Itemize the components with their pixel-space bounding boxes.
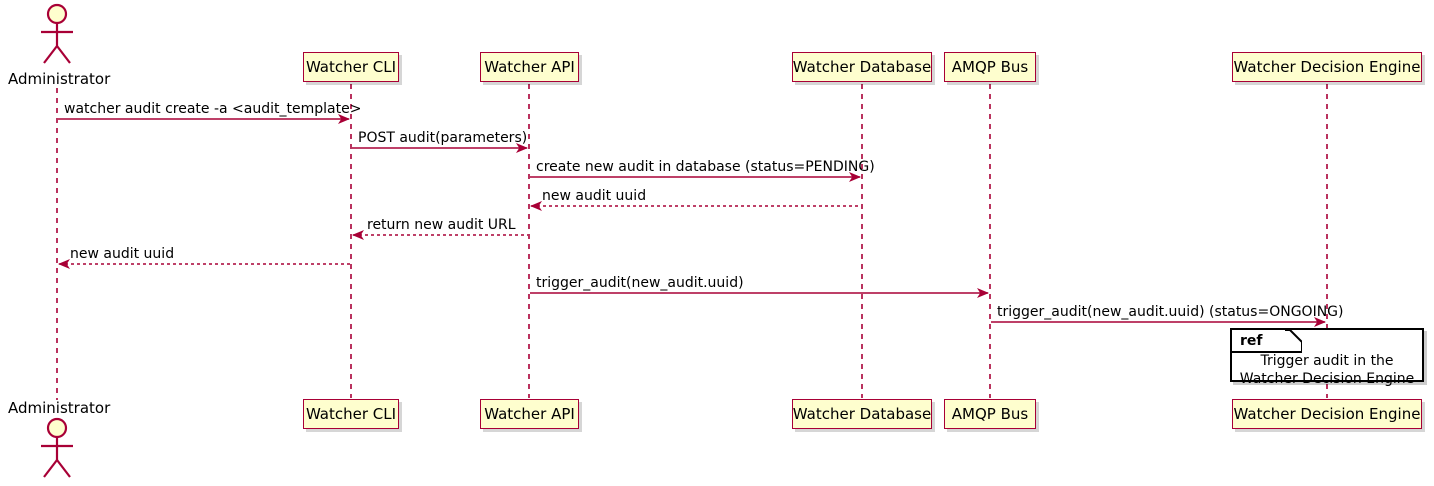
participant-watcher-database-bottom[interactable]: Watcher Database	[792, 399, 932, 429]
message-label-m8: trigger_audit(new_audit.uuid) (status=ON…	[997, 304, 1344, 320]
participant-label: Watcher CLI	[305, 404, 397, 423]
participant-label: Watcher API	[484, 57, 575, 76]
participant-label: Watcher Database	[792, 57, 932, 76]
participant-label: AMQP Bus	[951, 404, 1029, 423]
participant-watcher-api-top[interactable]: Watcher API	[480, 52, 579, 82]
participant-watcher-cli-bottom[interactable]: Watcher CLI	[303, 399, 399, 429]
participant-amqp-bus-top[interactable]: AMQP Bus	[944, 52, 1036, 82]
actor-figure-bottom	[41, 417, 73, 478]
ref-body: Trigger audit in the Watcher Decision En…	[1232, 353, 1422, 388]
participant-label: Watcher CLI	[305, 57, 397, 76]
participant-watcher-decision-engine-bottom[interactable]: Watcher Decision Engine	[1232, 399, 1422, 429]
message-label-m1: watcher audit create -a <audit_template>	[64, 101, 362, 117]
participant-watcher-database-top[interactable]: Watcher Database	[792, 52, 932, 82]
participant-label: Watcher Decision Engine	[1233, 404, 1421, 423]
participant-label: Watcher API	[484, 404, 575, 423]
ref-fragment: ref Trigger audit in the Watcher Decisio…	[1230, 328, 1424, 387]
message-label-m3: create new audit in database (status=PEN…	[536, 159, 875, 175]
message-label-m4: new audit uuid	[542, 188, 647, 204]
lifelines	[56, 84, 1328, 400]
actor-figure-top	[41, 3, 73, 64]
ref-body-line-2: Watcher Decision Engine	[1239, 370, 1415, 387]
ref-tab-label: ref	[1232, 330, 1285, 351]
participant-label: AMQP Bus	[951, 57, 1029, 76]
message-arrows	[58, 114, 1326, 327]
ref-body-line-1: Trigger audit in the	[1260, 353, 1394, 369]
message-label-m5: return new audit URL	[367, 217, 516, 233]
message-label-m2: POST audit(parameters)	[358, 130, 528, 146]
actor-label-bottom: Administrator	[8, 399, 111, 417]
participant-watcher-decision-engine-top[interactable]: Watcher Decision Engine	[1232, 52, 1422, 82]
participant-watcher-cli-top[interactable]: Watcher CLI	[303, 52, 399, 82]
participant-label: Watcher Database	[792, 404, 932, 423]
message-label-m6: new audit uuid	[70, 246, 175, 262]
message-label-m7: trigger_audit(new_audit.uuid)	[536, 275, 744, 291]
participant-amqp-bus-bottom[interactable]: AMQP Bus	[944, 399, 1036, 429]
participant-label: Watcher Decision Engine	[1233, 57, 1421, 76]
actor-label-top: Administrator	[8, 70, 111, 88]
participant-watcher-api-bottom[interactable]: Watcher API	[480, 399, 579, 429]
